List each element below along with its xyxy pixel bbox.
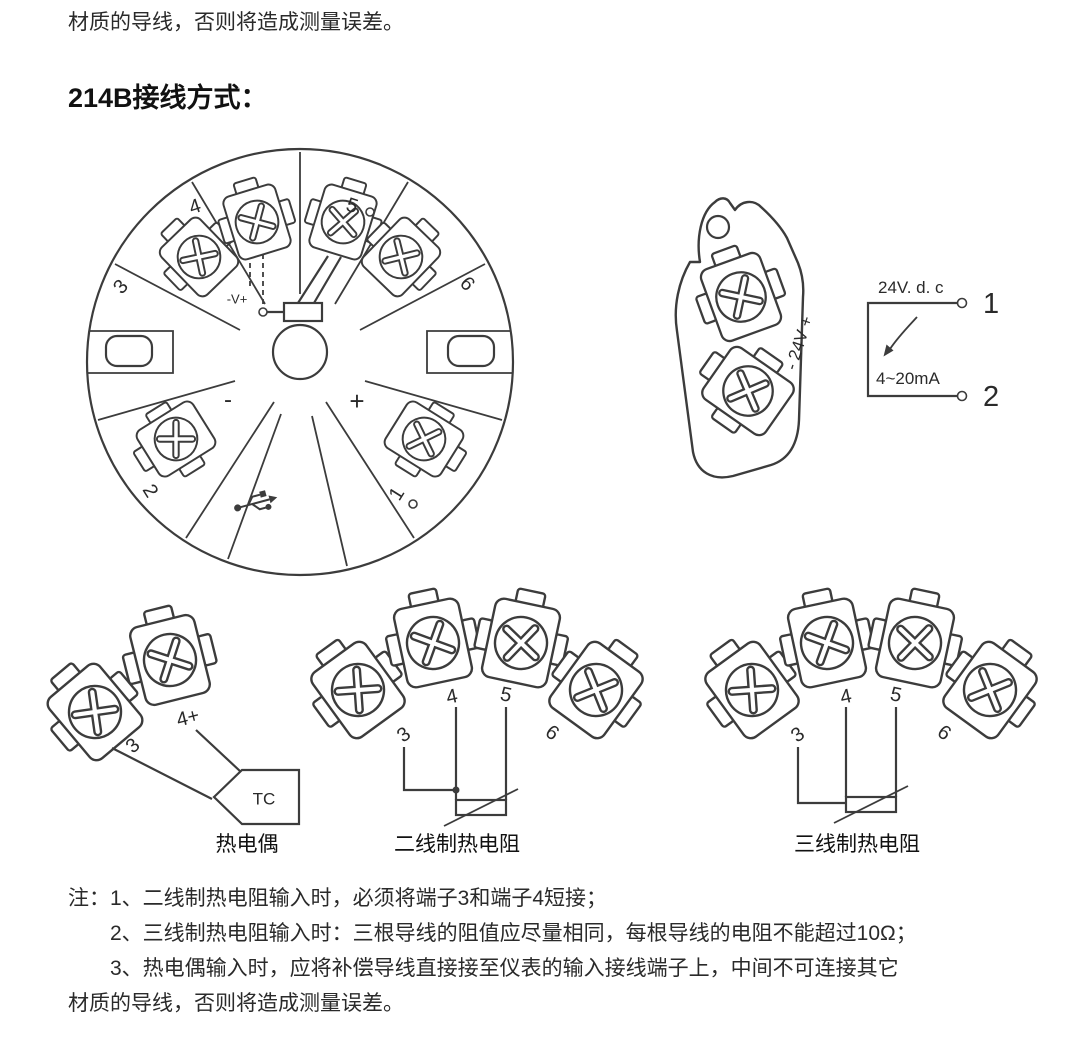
- terminal-label-6: 6: [455, 273, 479, 296]
- rtd2-label-6: 6: [541, 721, 563, 745]
- mounting-hole: [446, 334, 496, 368]
- current-arrowhead: [883, 344, 894, 357]
- junction-dot: [452, 786, 460, 794]
- dashed-wire: [249, 254, 264, 305]
- rtd3-label-6: 6: [933, 721, 955, 745]
- loop-wires: [866, 301, 957, 398]
- rtd3-label-5: 5: [888, 683, 903, 707]
- rtd-three-wire-diagram: 3 4 5 6 三线制热电阻: [684, 582, 1057, 856]
- clip-hole: [705, 214, 731, 240]
- indicator-circle: [365, 207, 375, 217]
- wire: [796, 707, 898, 805]
- center-hub: [271, 323, 329, 381]
- rtd-resistor-symbol: [454, 798, 508, 817]
- tc-tag: [212, 768, 301, 826]
- minus-label: -: [224, 387, 232, 414]
- note-line-1: 注：1、二线制热电阻输入时，必须将端子3和端子4短接；: [68, 887, 608, 910]
- resistor-strike-line: [443, 788, 519, 827]
- usb-icon: [234, 490, 278, 512]
- screw-terminal: [377, 390, 481, 493]
- rtd3-caption: 三线制热电阻: [794, 833, 920, 856]
- rtd2-label-5: 5: [498, 683, 513, 707]
- mounting-hole: [104, 334, 154, 368]
- rtd2-label-4: 4: [444, 685, 459, 709]
- transmitter-head-diagram: -V+ 3 4 5 6 2 1 - +: [85, 147, 515, 577]
- current-loop-schematic: 24V. d. c 1 2 4~20mA: [866, 278, 999, 413]
- rtd-two-wire-diagram: 3 4 5 6 二线制热电阻: [290, 582, 663, 856]
- wire: [402, 707, 508, 800]
- supply-label: 24V. d. c: [878, 278, 944, 297]
- carryover-text: 材质的导线，否则将造成测量误差。: [68, 11, 404, 34]
- loop-terminal-dot: [956, 390, 968, 402]
- current-direction-arrow: [889, 316, 918, 350]
- plus-label: +: [349, 386, 364, 416]
- thermocouple-diagram: TC 3 4+ 热电偶: [26, 598, 301, 856]
- indicator-circle: [408, 499, 418, 509]
- screw-terminal: [120, 390, 224, 493]
- rtd-resistor-symbol: [844, 795, 898, 814]
- junction-dot: [258, 307, 268, 317]
- housing-mold-lines: [97, 152, 503, 567]
- component-label: -V+: [227, 292, 248, 307]
- note-line-4: 材质的导线，否则将造成测量误差。: [68, 992, 404, 1015]
- note-line-3: 3、热电偶输入时，应将补偿导线直接接至仪表的输入接线端子上，中间不可连接其它: [110, 957, 899, 980]
- rtd2-caption: 二线制热电阻: [394, 833, 520, 856]
- right-wing-lines: [426, 330, 512, 374]
- page-heading: 214B接线方式：: [68, 83, 268, 113]
- loop-terminal-dot: [956, 297, 968, 309]
- resistor-strike-line: [833, 785, 909, 824]
- wire: [111, 729, 242, 800]
- loop-terminal-2: 2: [983, 381, 999, 413]
- wire: [267, 255, 342, 314]
- rtd3-label-3: 3: [787, 723, 809, 747]
- transmitter-side-view: - 24V +: [674, 197, 817, 479]
- rtd2-label-3: 3: [393, 723, 415, 747]
- left-wing-lines: [88, 330, 174, 374]
- tc-terminal-label-4: 4+: [174, 705, 201, 732]
- terminal-label-1: 1: [385, 483, 410, 504]
- loop-terminal-1: 1: [983, 288, 999, 320]
- tc-tag-label: TC: [253, 790, 276, 809]
- note-line-2: 2、三线制热电阻输入时：三根导线的阻值应尽量相同，每根导线的电阻不能超过10Ω；: [110, 922, 917, 945]
- head-outline: [85, 147, 515, 577]
- terminal-label-3: 3: [109, 276, 133, 299]
- component-box: [282, 301, 324, 323]
- tc-caption: 热电偶: [216, 833, 279, 856]
- current-range-label: 4~20mA: [876, 369, 940, 388]
- terminal-label-2: 2: [138, 480, 163, 501]
- rtd3-label-4: 4: [838, 685, 853, 709]
